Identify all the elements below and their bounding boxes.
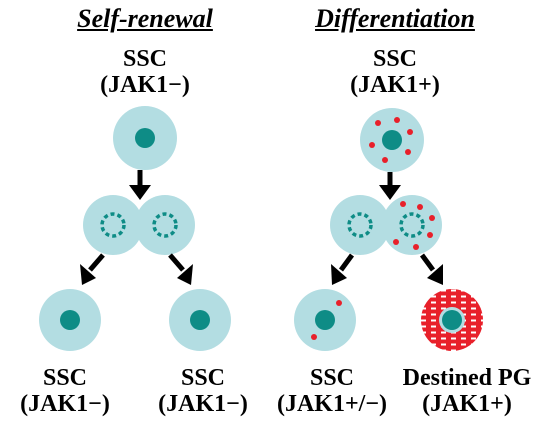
right-arrow-down: [379, 172, 401, 200]
jak1-dot: [375, 120, 381, 126]
right-dividing-cell-right: [382, 195, 442, 255]
jak1-dot: [336, 300, 342, 306]
right-dividing-cell-left: [330, 195, 390, 255]
jak1-dot: [382, 157, 388, 163]
left-bottom-left-cell: [39, 289, 101, 351]
jak1-dot: [311, 334, 317, 340]
left-arrow-diag-left: [80, 253, 105, 285]
jak1-dot: [394, 117, 400, 123]
left-arrow-diag-right: [168, 253, 193, 285]
jak1-dot: [407, 129, 413, 135]
jak1-dot: [429, 215, 435, 221]
left-arrow-down: [129, 170, 151, 200]
jak1-dot: [413, 244, 419, 250]
left-bottom-right-label-line1: SSC: [180, 365, 226, 391]
left-bottom-right-label-line2: (JAK1−): [158, 391, 248, 417]
left-top-label: SSC (JAK1−): [70, 46, 220, 98]
right-top-label-line1: SSC: [372, 46, 418, 72]
right-bottom-left-cell: [294, 289, 356, 351]
jak1-dot: [405, 149, 411, 155]
left-bottom-right-cell: [169, 289, 231, 351]
jak1-dot: [400, 201, 406, 207]
left-top-label-line2: (JAK1−): [100, 72, 190, 98]
right-arrow-diag-right: [419, 253, 443, 285]
jak1-dot: [393, 239, 399, 245]
right-bottom-right-label: Destined PG (JAK1+): [392, 365, 542, 417]
right-bottom-right-label-line2: (JAK1+): [422, 391, 512, 417]
heading-differentiation: Differentiation: [315, 4, 475, 33]
heading-self-renewal: Self-renewal: [77, 4, 213, 33]
left-bottom-left-label-line2: (JAK1−): [20, 391, 110, 417]
right-bottom-right-cell-pg: [421, 289, 483, 351]
right-top-label-line2: (JAK1+): [350, 72, 440, 98]
left-bottom-right-label: SSC (JAK1−): [138, 365, 268, 417]
right-bottom-right-label-line1: Destined PG: [402, 365, 532, 391]
left-dividing-cell-right: [135, 195, 195, 255]
jak1-dot: [417, 204, 423, 210]
left-top-cell: [113, 106, 177, 170]
right-bottom-left-label-line1: SSC: [309, 365, 355, 391]
right-bottom-left-label: SSC (JAK1+/−): [262, 365, 402, 417]
left-bottom-left-label-line1: SSC: [42, 365, 88, 391]
right-top-label: SSC (JAK1+): [320, 46, 470, 98]
left-bottom-left-label: SSC (JAK1−): [0, 365, 130, 417]
jak1-dot: [369, 142, 375, 148]
left-top-nucleus: [135, 128, 155, 148]
right-bottom-left-label-line2: (JAK1+/−): [276, 391, 387, 417]
right-top-cell: [360, 108, 424, 172]
right-arrow-diag-left: [331, 253, 355, 285]
jak1-dot: [427, 232, 433, 238]
left-top-label-line1: SSC: [122, 46, 168, 72]
left-dividing-cell-left: [83, 195, 143, 255]
